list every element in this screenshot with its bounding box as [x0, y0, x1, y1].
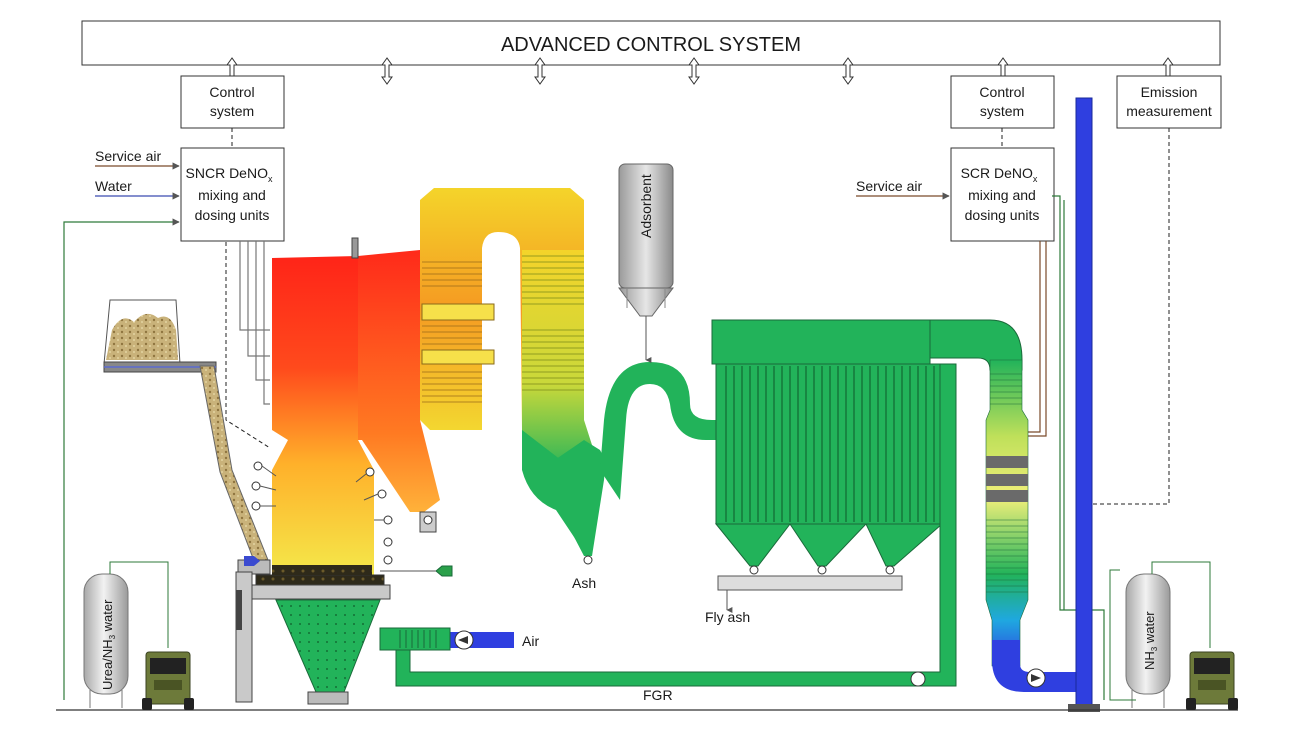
scr-line2: mixing and — [968, 187, 1036, 203]
advanced-control-system-title: ADVANCED CONTROL SYSTEM — [501, 34, 801, 56]
bottom-ash-hopper — [275, 599, 381, 693]
bottom-ash-outlet — [307, 691, 349, 705]
bus-arrow-5 — [842, 57, 854, 85]
stack-base — [1068, 704, 1100, 712]
furnace-first-pass — [272, 256, 374, 575]
scr-dosing-box — [950, 147, 1055, 242]
bus-arrow-3 — [534, 57, 546, 85]
ash-bed — [272, 565, 372, 575]
air-label: Air — [522, 633, 539, 649]
scr-injection-lines — [1022, 241, 1047, 437]
bus-arrow-4 — [688, 57, 700, 85]
fly-ash-label: Fly ash — [705, 609, 750, 625]
control-system-right-box — [950, 75, 1055, 129]
urea-tank — [83, 573, 129, 695]
truck-left-windshield — [150, 658, 186, 674]
air-nozzle-lines — [259, 465, 384, 521]
scr-tubes — [986, 373, 1028, 593]
air-preheater-tubes — [399, 630, 437, 648]
scr-reactor — [985, 359, 1029, 667]
grate-support-dark — [236, 590, 242, 630]
reagent-lines — [63, 195, 1105, 700]
furnace-second-pass — [358, 250, 440, 512]
water-label: Water — [95, 178, 132, 194]
duct-to-filter — [600, 362, 716, 500]
truck-right — [1186, 651, 1238, 710]
furnace-top-vent — [351, 237, 359, 259]
furnace-grate — [255, 574, 385, 586]
scr-line3: dosing units — [965, 207, 1040, 223]
adsorbent-silo-cone — [618, 287, 674, 317]
id-fan-arrow — [1031, 674, 1041, 682]
urea-tank-label: Urea/NH3 water — [100, 599, 117, 690]
control-system-left-box — [180, 75, 285, 129]
truck-left — [142, 651, 194, 710]
rotary-valve — [423, 515, 433, 525]
heat-exchanger-1 — [421, 303, 495, 321]
control-system-right-line2: system — [980, 103, 1024, 119]
bag-filter-body — [715, 363, 943, 525]
control-system-left-line1: Control — [209, 84, 254, 100]
control-system-left-line2: system — [210, 103, 254, 119]
truck-right-windshield — [1194, 658, 1230, 674]
advanced-control-system-box — [81, 20, 1221, 66]
air-nozzles — [251, 461, 393, 565]
emission-measurement-line1: Emission — [1141, 84, 1198, 100]
ash-label: Ash — [572, 575, 596, 591]
fuel-pile — [106, 313, 178, 360]
bag-filter-top — [711, 319, 931, 365]
stack — [1075, 97, 1093, 709]
heat-exchanger-2 — [421, 349, 495, 365]
scr-to-stack-duct — [992, 640, 1076, 692]
nh3-fill-line — [1151, 561, 1211, 648]
air-fan-arrow — [458, 636, 468, 644]
superheater-bundles — [422, 261, 482, 403]
sncr-injection-lines — [239, 241, 270, 405]
urea-fill-line — [109, 561, 169, 648]
sncr-line2: mixing and — [198, 187, 266, 203]
scr-line1: SCR DeNOx — [961, 165, 1038, 184]
dashed-signal-lines — [225, 128, 1170, 505]
fgr-label: FGR — [643, 687, 673, 703]
service-air-left-label: Service air — [95, 148, 161, 164]
cyclone-lower — [540, 440, 605, 556]
adsorbent-label: Adsorbent — [638, 174, 654, 238]
grate-frame — [249, 584, 391, 600]
air-preheater — [379, 627, 451, 651]
fgr-fan — [910, 671, 926, 687]
service-air-right-label: Service air — [856, 178, 922, 194]
ash-valve — [583, 555, 593, 565]
nh3-supply-line — [1109, 569, 1136, 701]
emission-measurement-line2: measurement — [1126, 103, 1212, 119]
fly-ash-conveyor — [717, 575, 903, 591]
economizer-tubes — [522, 255, 584, 391]
feed-arrow — [244, 556, 260, 566]
sncr-dosing-box — [180, 147, 285, 242]
control-system-right-line1: Control — [979, 84, 1024, 100]
nh3-tank-label: NH3 water — [1142, 611, 1159, 670]
fly-ash-valves — [749, 565, 895, 575]
economizer-duct — [522, 250, 600, 474]
bus-arrow-2 — [381, 57, 393, 85]
sncr-line1: SNCR DeNOx — [186, 165, 273, 184]
fgr-duct — [395, 363, 957, 687]
filter-hoppers — [714, 523, 944, 567]
emission-measurement-box — [1116, 75, 1222, 129]
scr-catalyst-layers — [986, 456, 1028, 502]
filter-bags — [725, 366, 935, 522]
sncr-line3: dosing units — [195, 207, 270, 223]
nh3-tank — [1125, 573, 1171, 695]
fgr-inlet-arrow — [435, 565, 453, 577]
